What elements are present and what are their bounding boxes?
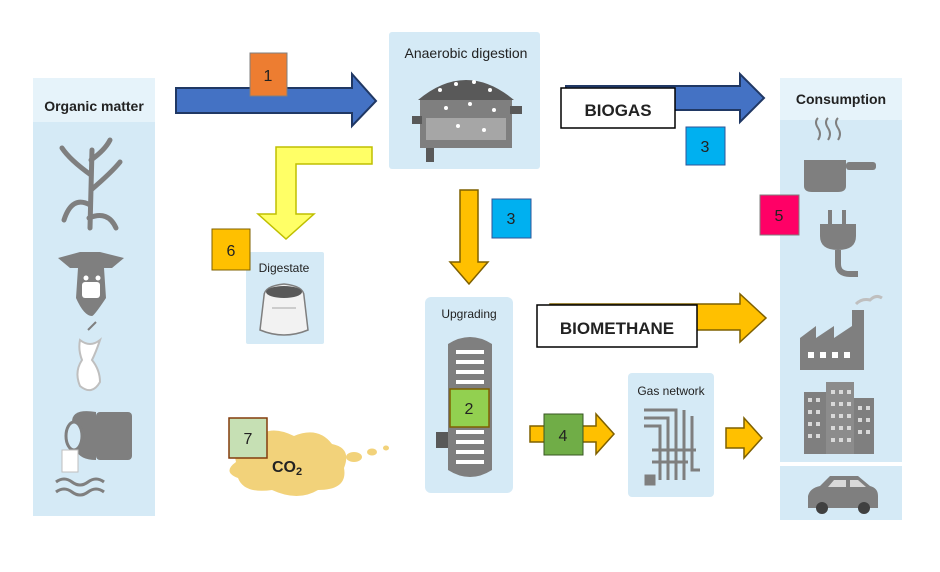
digestion-to-digestate-arrow: [256, 146, 373, 241]
badge-7: 7: [228, 417, 268, 459]
digestate-title: Digestate: [259, 261, 310, 275]
badge-3-upgrading: 3: [491, 198, 532, 239]
badge-3b-label: 3: [507, 211, 516, 228]
badge-4: 4: [543, 413, 584, 456]
digestion-to-upgrading-arrow: [448, 189, 490, 286]
badge-3-biogas: 3: [685, 126, 726, 166]
badge-1-box: [249, 52, 288, 97]
badge-6-label: 6: [227, 243, 236, 260]
biomethane-label: BIOMETHANE: [560, 319, 674, 338]
badge-3a-box: [685, 126, 726, 166]
badge-5-label: 5: [775, 208, 784, 225]
organic-matter-title: Organic matter: [44, 98, 144, 114]
electric-plug-icon: [820, 210, 858, 277]
badge-3a-label: 3: [701, 139, 710, 156]
apple-core-icon: [76, 321, 103, 392]
biogas-label: BIOGAS: [584, 101, 651, 120]
gas-network-title: Gas network: [637, 384, 705, 398]
anaerobic-digestion-panel: Anaerobic digestion: [389, 32, 540, 169]
pipe-outflow-icon: [55, 411, 132, 497]
consumption-panel: Consumption: [780, 78, 902, 520]
digestate-sack-icon: [259, 283, 309, 336]
badge-2-box: [449, 388, 490, 428]
step-badges: 1 2 3 3 4 5 6 7: [211, 52, 800, 459]
badge-4-label: 4: [559, 428, 568, 445]
badge-1: 1: [249, 52, 288, 97]
apartment-building-icon: [804, 382, 874, 454]
anaerobic-digestion-title: Anaerobic digestion: [405, 45, 528, 61]
digester-tank-icon: [412, 80, 522, 162]
badge-2-label: 2: [465, 401, 474, 418]
badge-6: 6: [211, 228, 251, 271]
corn-plant-icon: [59, 137, 123, 231]
badge-3b-box: [491, 198, 532, 239]
cooking-pot-icon: [804, 117, 876, 192]
badge-5-box: [759, 194, 800, 236]
biomethane-label-box: [536, 304, 698, 348]
organic-matter-panel: Organic matter: [33, 78, 155, 516]
gas-network-to-consumption-arrow: [725, 416, 764, 460]
organic-to-digestion-arrow: [175, 71, 378, 129]
badge-2: 2: [449, 388, 490, 428]
badge-4-box: [543, 413, 584, 456]
factory-icon: [800, 294, 883, 370]
badge-7-label: 7: [244, 431, 253, 448]
badge-7-box: [228, 417, 268, 459]
badge-5: 5: [759, 194, 800, 236]
digestate-panel: Digestate: [246, 252, 324, 344]
upgrading-title: Upgrading: [441, 307, 496, 321]
cow-icon: [58, 252, 124, 316]
badge-1-label: 1: [264, 68, 273, 85]
co2-label: CO2: [272, 459, 302, 478]
consumption-title: Consumption: [796, 91, 886, 107]
car-icon: [808, 476, 878, 514]
gas-network-panel: Gas network: [628, 373, 714, 497]
biogas-label-box: [560, 87, 676, 129]
badge-6-box: [211, 228, 251, 271]
gas-network-pipes-icon: [644, 408, 700, 486]
